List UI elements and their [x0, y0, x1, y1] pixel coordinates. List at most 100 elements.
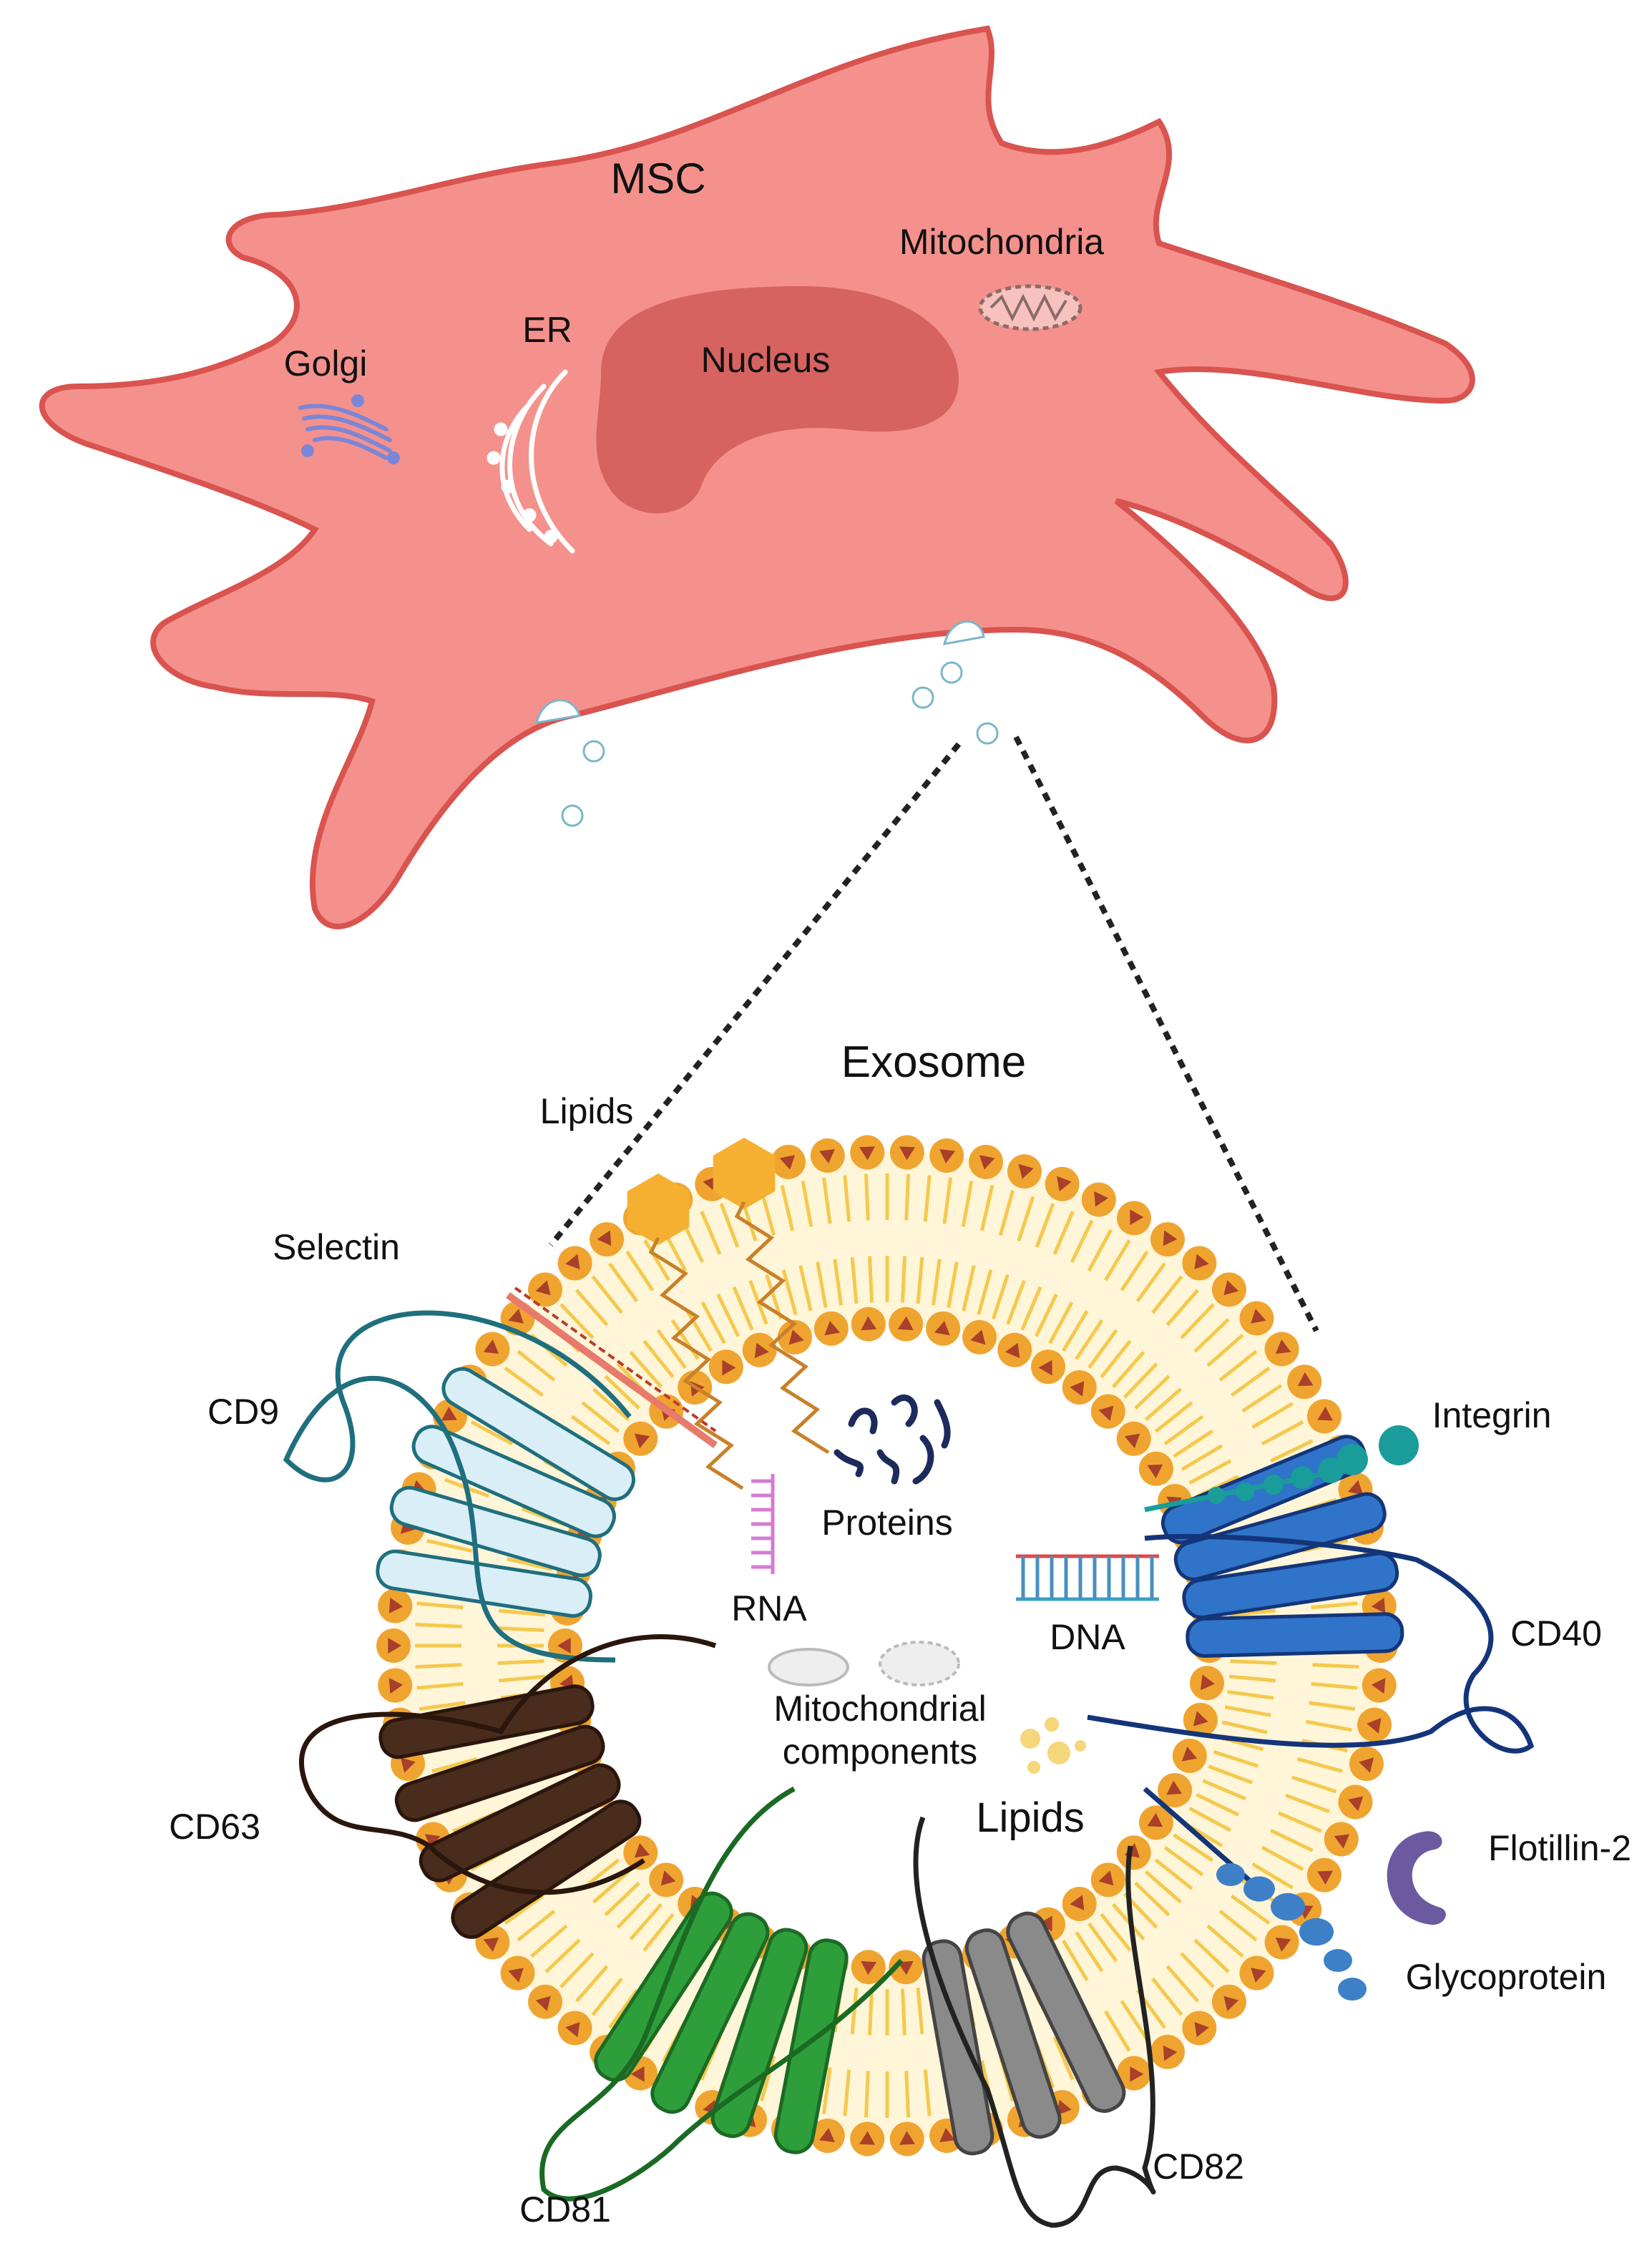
lipid-tail: [816, 1261, 828, 1309]
lipid-head-triangle: [1098, 1405, 1114, 1421]
lipid-tail: [1075, 1319, 1104, 1360]
lipid-tail: [998, 1190, 1015, 1236]
lipid-tail: [962, 1265, 976, 1312]
lipid-head-triangle: [818, 2128, 835, 2142]
lipid-tail: [415, 1622, 462, 1628]
lipid-head-triangle: [788, 1329, 804, 1345]
lipid-head-triangle: [897, 1316, 914, 1331]
lipid-tail: [923, 1175, 932, 1222]
lipid-tail: [415, 1663, 462, 1669]
lipid-head-triangle: [861, 1316, 877, 1331]
lipid-head-triangle: [1163, 2045, 1178, 2061]
cd63-domain: [394, 1724, 605, 1822]
flotillin-2-label: Flotillin-2: [1488, 1828, 1631, 1868]
lipid-tail: [1309, 1701, 1356, 1711]
lipid-tail: [1144, 1870, 1183, 1904]
dna-icon: [1016, 1554, 1159, 1601]
cd81-domain: [650, 1912, 770, 2114]
lipid-tail: [1251, 1862, 1294, 1890]
lipid-tail: [977, 1269, 993, 1315]
lipid-tail: [1269, 1439, 1314, 1463]
lipid-tail: [416, 1601, 464, 1610]
glycoprotein-label: Glycoprotein: [1406, 1957, 1607, 1997]
lipid-tail: [864, 2071, 870, 2118]
lipid-tail: [604, 1374, 640, 1410]
lipid-tail: [592, 1870, 630, 1904]
lipid-tail: [1020, 1286, 1042, 1331]
lipid-tail: [1104, 2010, 1131, 2052]
lipid-tail: [931, 1259, 942, 1306]
cd82-domain: [922, 1939, 994, 2156]
lipid-tail: [1062, 1939, 1089, 1982]
lipid-tail: [1285, 1793, 1330, 1814]
lipid-tail: [1228, 1674, 1276, 1683]
lipid-tail: [760, 2055, 776, 2101]
lipid-tail: [629, 1350, 663, 1389]
lipid-molecule-tail: [734, 1201, 830, 1455]
lipid-tail: [1135, 1262, 1166, 1303]
lipid-tail: [507, 1557, 553, 1571]
lipid-tail: [719, 1203, 740, 1248]
lipid-tail: [1278, 1811, 1322, 1833]
lipid-tail: [868, 1256, 874, 1303]
lipid-tail: [1104, 1239, 1131, 1281]
lipid-head-triangle: [1367, 1718, 1382, 1734]
lipid-head-triangle: [1057, 1176, 1072, 1192]
lipid-tail: [419, 1701, 466, 1711]
lipid-tail: [570, 1415, 611, 1445]
lipid-tail: [1154, 1401, 1193, 1433]
lipid-head-triangle: [1181, 1746, 1198, 1762]
lipid-head-triangle: [630, 2066, 645, 2082]
cd81-loop: [539, 1786, 904, 2202]
lipid-tail: [1193, 1318, 1230, 1353]
lipid-tail: [591, 1275, 623, 1314]
exosome-vesicle: [283, 1135, 1535, 2228]
lipid-tail: [497, 1659, 544, 1665]
lipid-head-triangle: [897, 1960, 914, 1976]
lipid-head-triangle: [1130, 1209, 1144, 1225]
lipid-tail: [916, 1987, 924, 2035]
lipid-tail: [517, 1349, 556, 1382]
cd40-domain: [1186, 1612, 1404, 1658]
lipid-tail: [901, 1988, 906, 2036]
lipid-tail: [991, 1274, 1010, 1320]
lipid-head-triangle: [861, 1960, 877, 1976]
exosome-title: Exosome: [841, 1037, 1026, 1087]
mitochondria-label: Mitochondria: [899, 222, 1104, 262]
lipid-tail: [801, 1181, 813, 1228]
lipid-head-triangle: [565, 2021, 580, 2038]
lipid-tail: [1261, 1420, 1304, 1446]
lipid-tail: [1213, 1749, 1259, 1768]
lipid-tail: [1006, 1279, 1026, 1325]
lipid-head-triangle: [1147, 1464, 1163, 1479]
lipid-tail: [581, 1401, 620, 1433]
lipid-tail: [426, 1538, 473, 1553]
lipid-tail: [1188, 1807, 1232, 1832]
cd9-label: CD9: [207, 1392, 279, 1432]
lipid-tail: [1052, 1211, 1075, 1255]
lipid-tail: [1312, 1663, 1359, 1669]
lipid-head-triangle: [754, 1342, 769, 1359]
lipid-tail: [780, 1184, 795, 1231]
mito-components-label-1: Mitochondrial: [773, 1689, 986, 1729]
lipid-head-triangle: [934, 1321, 950, 1336]
lipid-tail: [850, 1987, 859, 2035]
lipid-head-triangle: [979, 1155, 995, 1170]
cd63-label: CD63: [169, 1807, 260, 1847]
cd9-domain: [389, 1485, 602, 1578]
lipid-tail: [765, 1274, 783, 1320]
lipid-tail: [1111, 1350, 1145, 1389]
lipid-head-triangle: [508, 1968, 524, 1983]
lipid-tail: [843, 1175, 851, 1222]
lipid-tail: [642, 1913, 675, 1952]
lipid-tail: [700, 1211, 722, 1255]
lipid-head-triangle: [939, 2128, 956, 2142]
zoom-line-left: [548, 742, 962, 1247]
lipid-tail: [1196, 1793, 1240, 1817]
lipid-tail: [850, 1256, 859, 1304]
lipid-tail: [1163, 1415, 1204, 1445]
lipid-head-triangle: [1098, 1870, 1114, 1886]
selectin-strand: [506, 1291, 718, 1449]
lipids-top-label: Lipids: [540, 1091, 634, 1131]
lipid-tail: [1311, 1601, 1358, 1610]
